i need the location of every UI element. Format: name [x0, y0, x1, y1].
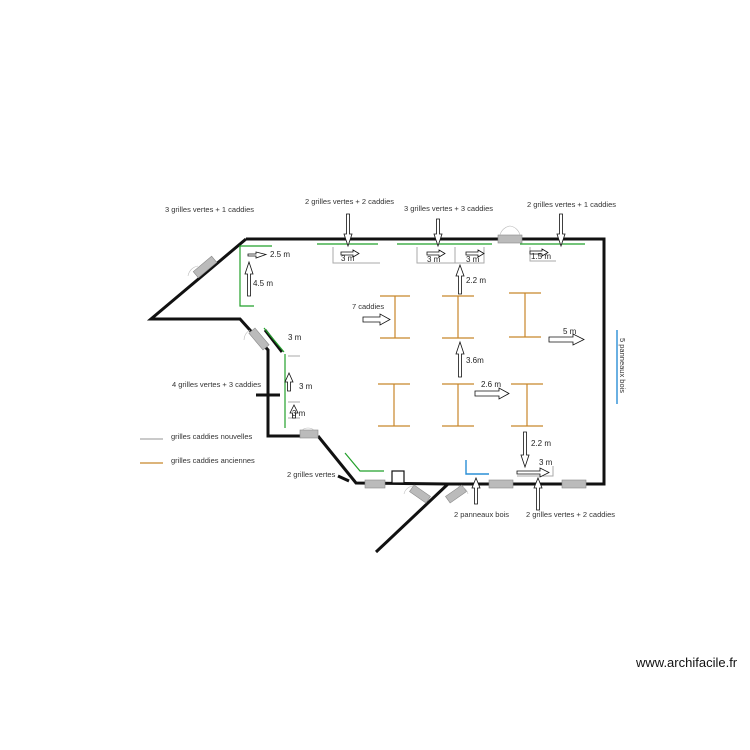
label-top-left: 3 grilles vertes + 1 caddies: [165, 205, 254, 214]
dim-label: 3 m: [466, 255, 480, 264]
arrow-right-small: [426, 249, 446, 258]
arrow-right-small: [340, 249, 360, 258]
arrow-right: [516, 467, 550, 478]
label-7-caddies: 7 caddies: [352, 302, 384, 311]
watermark: www.archifacile.fr: [635, 655, 738, 670]
main-wall: [246, 237, 606, 486]
old-grilles: [378, 292, 543, 427]
dim-label: 2.6 m: [481, 380, 501, 389]
dim-label: 3 m: [341, 254, 355, 263]
arrow-down: [556, 213, 566, 248]
box: [391, 470, 405, 484]
label-bottom-mid: 2 panneaux bois: [454, 510, 509, 519]
dim-label: 1.5 m: [531, 252, 551, 261]
door-swings: [187, 225, 521, 495]
dim-label: 3.6m: [466, 356, 484, 365]
door: [364, 479, 386, 489]
arrow-right: [548, 333, 585, 346]
labels: 3 grilles vertes + 1 caddies 2 grilles v…: [165, 197, 627, 519]
door: [299, 429, 319, 439]
door: [192, 255, 218, 279]
dim-label: 3 m: [427, 255, 441, 264]
green-grilles: [239, 243, 585, 472]
label-bottom-right: 2 grilles vertes + 2 caddies: [526, 510, 615, 519]
door: [497, 234, 523, 244]
label-bottom-left: 2 grilles vertes: [287, 470, 336, 479]
dim-label: 3 m: [539, 458, 553, 467]
arrow-up: [289, 404, 299, 419]
door: [248, 327, 270, 351]
arrows: [244, 213, 585, 511]
wall-stub-diag: [263, 329, 284, 353]
arrow-down: [433, 218, 443, 248]
gray-grilles: [288, 247, 556, 477]
arrow-up: [455, 263, 465, 295]
arrow-down: [471, 476, 481, 505]
dim-label: 2.2 m: [531, 439, 551, 448]
label-right-vertical: 5 panneaux bois: [618, 338, 627, 393]
dim-label: 3 m: [288, 333, 302, 342]
left-wall: [146, 237, 300, 438]
dim-label: 2.5 m: [270, 250, 290, 259]
arrow-up: [284, 372, 294, 392]
arrow-up: [533, 476, 543, 511]
arrow-right: [474, 387, 510, 400]
walls: [146, 237, 606, 554]
legend-old-label: grilles caddies anciennes: [171, 456, 255, 465]
arrow-down: [343, 213, 353, 248]
dim-label: 4.5 m: [253, 279, 273, 288]
label-left-side: 4 grilles vertes + 3 caddies: [172, 380, 261, 389]
arrow-left-small: [465, 249, 485, 258]
arrow-up: [455, 340, 465, 378]
door: [409, 484, 431, 504]
door: [561, 479, 587, 489]
label-top-mid1: 2 grilles vertes + 2 caddies: [305, 197, 394, 206]
dim-label: 5 m: [563, 327, 577, 336]
legend: grilles caddies nouvelles grilles caddie…: [140, 432, 255, 465]
arrow-up: [244, 260, 254, 297]
doors: [192, 234, 587, 504]
arrow-right-small: [529, 248, 549, 257]
blue-panels: [465, 330, 618, 475]
label-top-right: 2 grilles vertes + 1 caddies: [527, 200, 616, 209]
dim-label: 3 m: [292, 409, 306, 418]
door: [488, 479, 514, 489]
bottom-wall: [316, 435, 449, 486]
wall-stub-bottom: [337, 474, 350, 483]
arrow-right: [362, 313, 391, 326]
arrow-left: [247, 251, 268, 259]
legend-new-label: grilles caddies nouvelles: [171, 432, 253, 441]
dim-label: 2.2 m: [466, 276, 486, 285]
arrow-down: [520, 431, 530, 469]
dim-label: 3 m: [299, 382, 313, 391]
angled-wall: [374, 482, 450, 554]
label-top-mid2: 3 grilles vertes + 3 caddies: [404, 204, 493, 213]
dimensions: 2.5 m 4.5 m 3 m 3 m 3 m 1.5 m 2.2 m 3 m …: [253, 250, 577, 467]
